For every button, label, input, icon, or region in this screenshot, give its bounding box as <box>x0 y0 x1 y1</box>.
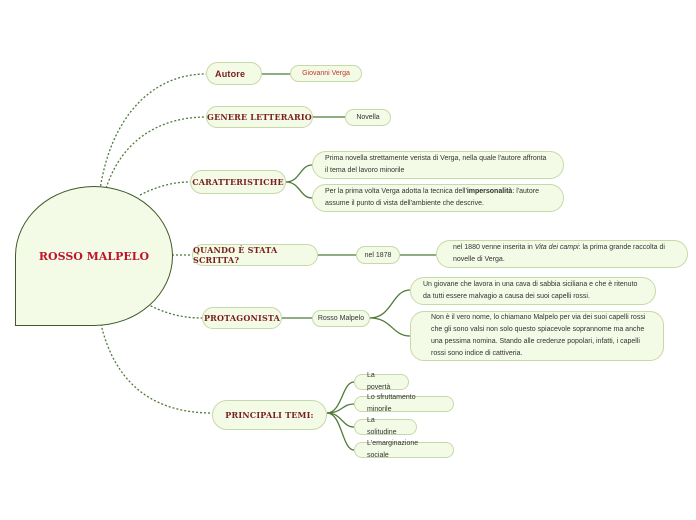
connector-temi <box>99 319 213 414</box>
branch-temi-label: PRINCIPALI TEMI: <box>225 410 314 420</box>
tema-item-label: La povertà <box>367 372 391 391</box>
protagonista-value-label: Rosso Malpelo <box>317 315 365 322</box>
autore-value-label: Giovanni Verga <box>302 70 350 77</box>
autore-value[interactable]: Giovanni Verga <box>290 65 362 82</box>
branch-temi[interactable]: PRINCIPALI TEMI: <box>212 400 327 430</box>
tema-item-label: L'emarginazione sociale <box>367 440 419 459</box>
tema-item-label: La solitudine <box>367 417 397 436</box>
branch-autore-label: Autore <box>215 68 246 79</box>
connector-carat-2 <box>285 181 313 199</box>
connector-carat-1 <box>285 164 313 183</box>
branch-genere[interactable]: GENERE LETTERARIO <box>206 106 313 128</box>
connector-prot-2 <box>369 317 411 337</box>
caratteristiche-item-2[interactable]: Per la prima volta Verga adotta la tecni… <box>312 184 564 212</box>
caratteristiche-item-1[interactable]: Prima novella strettamente verista di Ve… <box>312 151 564 179</box>
branch-caratteristiche[interactable]: CARATTERISTICHE <box>190 170 286 194</box>
tema-item[interactable]: Lo sfruttamento minorile <box>354 394 454 413</box>
branch-protagonista[interactable]: PROTAGONISTA <box>202 307 282 329</box>
protagonista-value[interactable]: Rosso Malpelo <box>312 310 370 327</box>
tema-item[interactable]: L'emarginazione sociale <box>354 440 454 459</box>
tema-item-label: Lo sfruttamento minorile <box>367 394 416 413</box>
branch-quando[interactable]: QUANDO È STATA SCRITTA? <box>192 244 318 266</box>
quando-value[interactable]: nel 1878 <box>356 246 400 264</box>
protagonista-detail-2-text: Non è il vero nome, lo chiamano Malpelo … <box>431 314 646 357</box>
connector-autore <box>99 73 207 191</box>
central-topic[interactable]: ROSSO MALPELO <box>15 186 173 326</box>
branch-genere-label: GENERE LETTERARIO <box>207 112 312 122</box>
protagonista-detail-1[interactable]: Un giovane che lavora in una cava di sab… <box>410 277 656 305</box>
tema-item[interactable]: La solitudine <box>354 417 417 436</box>
quando-detail-text: nel 1880 venne inserita in Vita dei camp… <box>453 244 665 263</box>
branch-caratteristiche-label: CARATTERISTICHE <box>192 177 284 187</box>
connector-tema-4 <box>326 412 355 451</box>
connector-caratteristiche <box>139 181 191 196</box>
tema-item[interactable]: La povertà <box>354 372 409 391</box>
connector-prot-1 <box>369 289 411 319</box>
genere-value-label: Novella <box>356 114 380 121</box>
protagonista-detail-2[interactable]: Non è il vero nome, lo chiamano Malpelo … <box>410 311 664 361</box>
connector-genere <box>104 116 207 193</box>
caratteristiche-item-2-text: Per la prima volta Verga adotta la tecni… <box>325 188 539 207</box>
genere-value[interactable]: Novella <box>345 109 391 126</box>
protagonista-detail-1-text: Un giovane che lavora in una cava di sab… <box>423 281 638 300</box>
connector-tema-3 <box>326 412 355 428</box>
connector-protagonista <box>139 299 203 319</box>
branch-quando-label: QUANDO È STATA SCRITTA? <box>193 245 278 265</box>
central-topic-label: ROSSO MALPELO <box>38 249 150 263</box>
connector-tema-1 <box>326 381 355 414</box>
branch-protagonista-label: PROTAGONISTA <box>203 313 281 323</box>
caratteristiche-item-1-text: Prima novella strettamente verista di Ve… <box>325 155 547 174</box>
branch-autore[interactable]: Autore <box>206 62 262 85</box>
quando-detail[interactable]: nel 1880 venne inserita in Vita dei camp… <box>436 240 688 268</box>
quando-value-label: nel 1878 <box>364 251 392 259</box>
